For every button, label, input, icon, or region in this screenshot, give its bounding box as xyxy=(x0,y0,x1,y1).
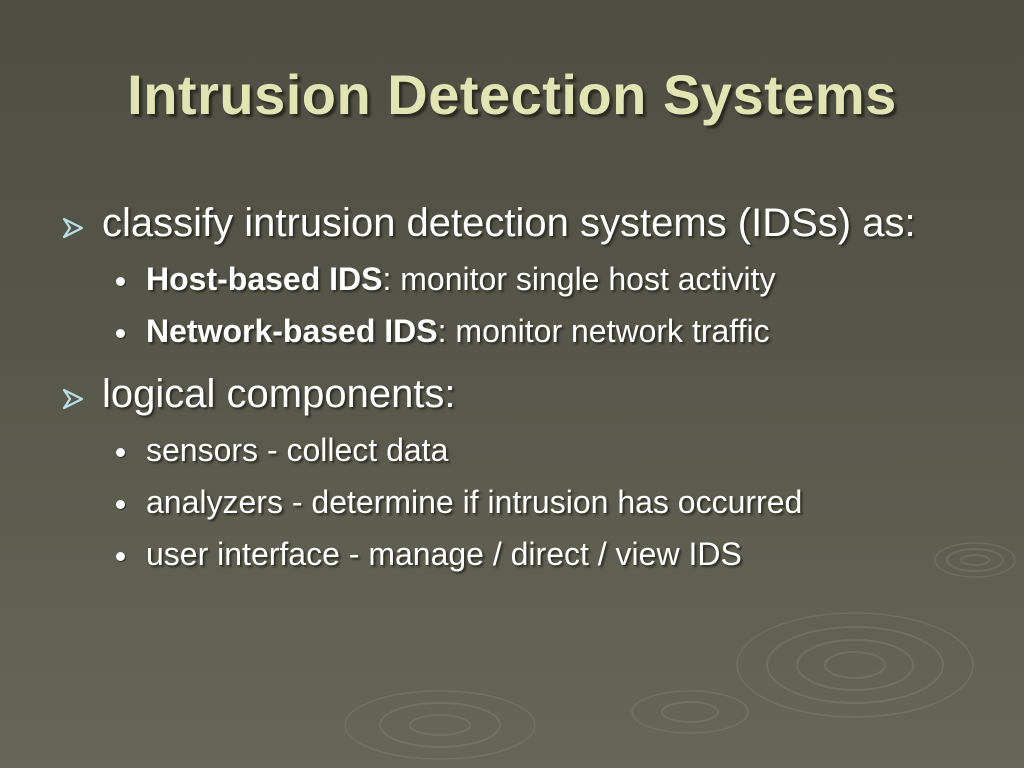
dot-icon xyxy=(116,552,125,561)
bullet-text: logical components: xyxy=(102,372,456,416)
dot-icon xyxy=(116,329,125,338)
bullet-logical-components: logical components: xyxy=(60,367,980,422)
sub-bullet-network-based: Network-based IDS: monitor network traff… xyxy=(60,307,980,355)
desc-user-interface: user interface - manage / direct / view … xyxy=(146,536,742,572)
sub-bullet-host-based: Host-based IDS: monitor single host acti… xyxy=(60,255,980,303)
desc-analyzers: analyzers - determine if intrusion has o… xyxy=(146,484,803,520)
slide-title: Intrusion Detection Systems xyxy=(127,63,897,126)
sub-bullet-user-interface: user interface - manage / direct / view … xyxy=(60,530,980,578)
desc-network-based: : monitor network traffic xyxy=(437,313,770,349)
term-network-based: Network-based IDS xyxy=(146,313,438,349)
bullet-text: classify intrusion detection systems (ID… xyxy=(102,201,916,245)
dot-icon xyxy=(116,500,125,509)
desc-sensors: sensors - collect data xyxy=(146,432,449,468)
desc-host-based: : monitor single host activity xyxy=(382,261,776,297)
bullet-list: classify intrusion detection systems (ID… xyxy=(60,196,980,578)
arrowhead-icon xyxy=(62,388,84,410)
term-host-based: Host-based IDS xyxy=(146,261,383,297)
dot-icon xyxy=(116,448,125,457)
sub-bullet-sensors: sensors - collect data xyxy=(60,426,980,474)
sub-bullet-analyzers: analyzers - determine if intrusion has o… xyxy=(60,478,846,526)
dot-icon xyxy=(116,277,125,286)
bullet-classify: classify intrusion detection systems (ID… xyxy=(60,196,980,251)
arrowhead-icon xyxy=(62,217,84,239)
